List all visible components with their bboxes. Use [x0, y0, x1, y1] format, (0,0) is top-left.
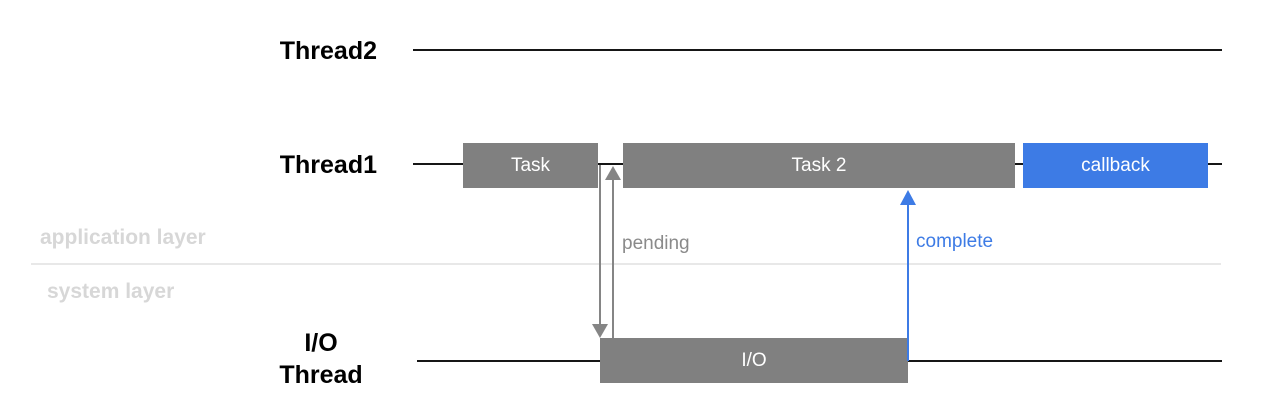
thread2-lane-label: Thread2 — [279, 37, 377, 65]
callback-box-label: callback — [1081, 154, 1150, 176]
callback-box: callback — [1023, 143, 1208, 188]
application-layer-label: application layer — [40, 226, 206, 249]
system-layer-label: system layer — [47, 280, 175, 303]
complete-annotation-label: complete — [916, 231, 994, 252]
io-thread-lane-label-line2: Thread — [279, 361, 363, 389]
complete-up-arrow-line — [907, 204, 909, 361]
pending-down-arrowhead-icon — [592, 324, 608, 338]
pending-down-arrow-line — [599, 165, 601, 325]
io-box-label: I/O — [741, 349, 767, 371]
pending-up-arrow-line — [612, 179, 614, 338]
thread1-lane-label: Thread1 — [279, 151, 377, 179]
complete-up-arrowhead-icon — [900, 190, 916, 205]
io-thread-lane-label: I/O Thread — [246, 327, 396, 391]
pending-up-arrowhead-icon — [605, 166, 621, 180]
io-box: I/O — [600, 338, 908, 383]
task-box-label: Task — [510, 154, 551, 176]
layer-divider-line — [31, 263, 1221, 265]
task2-box-label: Task 2 — [791, 154, 847, 176]
task2-box: Task 2 — [623, 143, 1015, 188]
thread2-timeline-line — [413, 49, 1222, 51]
task-box: Task — [463, 143, 598, 188]
io-thread-lane-label-line1: I/O — [304, 329, 338, 357]
pending-annotation-label: pending — [622, 233, 690, 254]
